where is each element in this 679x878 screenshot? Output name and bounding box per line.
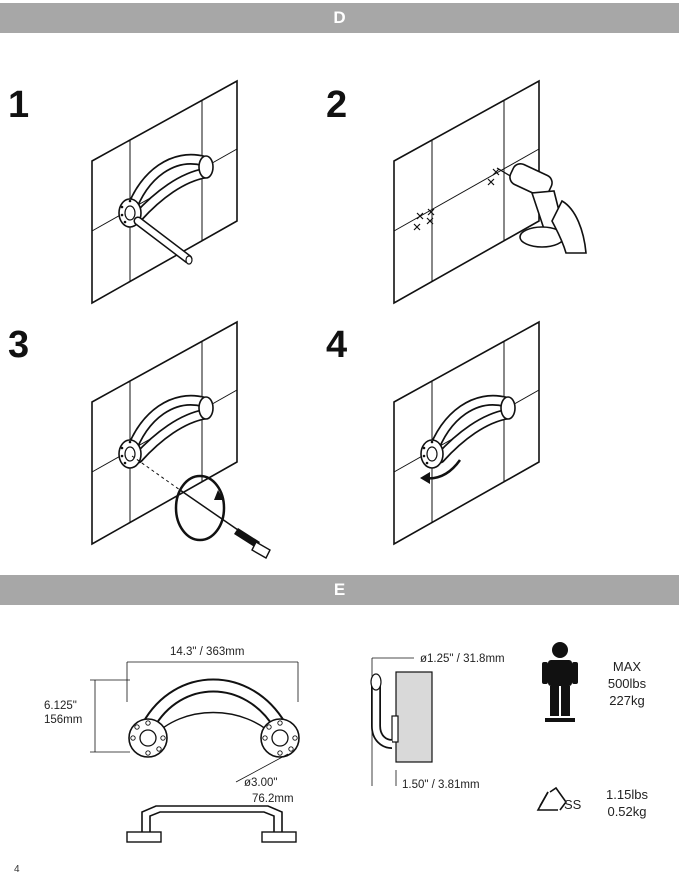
flange-mm-label: 76.2mm [252, 793, 294, 805]
step-4-illustration [393, 321, 540, 545]
person-icon [542, 642, 578, 722]
material-code: SS [564, 797, 582, 812]
capacity-block: MAX 500lbs 227kg [592, 658, 662, 709]
step-2-illustration [393, 80, 587, 304]
max-label: MAX [612, 659, 642, 674]
section-d-header: D [0, 3, 679, 33]
flange-inch-label: ø3.00" [244, 777, 278, 789]
top-view-drawing [126, 805, 297, 843]
weight-lbs: 1.15lbs [606, 787, 648, 802]
page-number: 4 [14, 864, 20, 875]
step-1-illustration [91, 80, 238, 304]
side-view-drawing [370, 657, 433, 786]
section-e-header: E [0, 575, 679, 605]
step-4-number: 4 [326, 324, 348, 366]
recycle-icon [536, 786, 567, 811]
step-1-number: 1 [8, 84, 30, 126]
weight-kg: 0.52kg [607, 804, 647, 819]
front-view-drawing [90, 661, 300, 783]
max-kg: 227kg [609, 693, 645, 708]
step-3-number: 3 [8, 324, 30, 366]
weight-block: 1.15lbs 0.52kg [592, 786, 662, 820]
max-lbs: 500lbs [607, 676, 647, 691]
step-2-number: 2 [326, 84, 348, 126]
projection-label: 1.50" / 3.81mm [402, 779, 480, 791]
width-dimension-label: 14.3" / 363mm [170, 646, 245, 658]
height-mm-label: 156mm [44, 714, 83, 726]
tube-diameter-label: ø1.25" / 31.8mm [420, 653, 505, 665]
step-3-illustration [91, 321, 271, 559]
height-inch-label: 6.125" [44, 700, 77, 712]
